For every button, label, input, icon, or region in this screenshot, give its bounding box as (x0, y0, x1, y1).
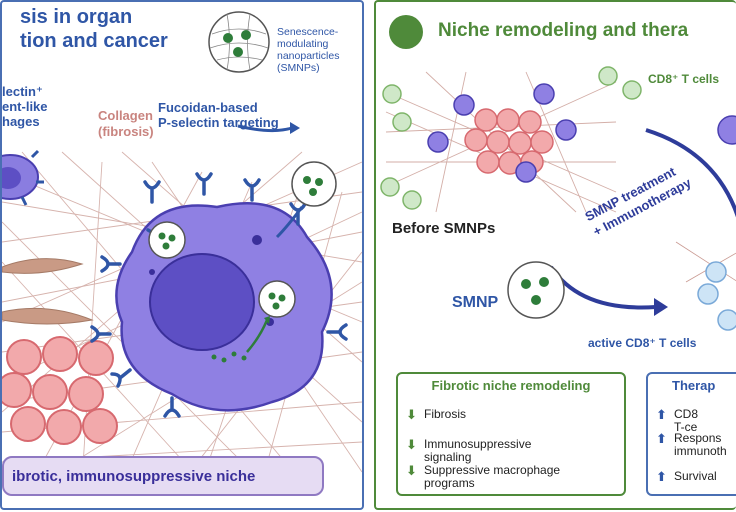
right-panel: Niche remodeling and thera CD8⁺ T cells … (374, 0, 736, 510)
tumor-cluster (2, 336, 118, 445)
smnp-legend-label: Senescence- modulating nanoparticles (SM… (277, 26, 340, 74)
p-selectin-receptors (90, 172, 348, 418)
up-arrow-icon: ⬆ (656, 431, 667, 446)
up-arrow-icon: ⬆ (656, 469, 667, 484)
niche-banner: ibrotic, immunosuppressive niche (2, 456, 324, 496)
right-title: Niche remodeling and thera (438, 20, 689, 41)
green-dot-icon (389, 15, 423, 49)
therapy-box-title: Therap (672, 378, 716, 393)
before-smnps-label: Before SMNPs (392, 220, 496, 237)
fibroblasts (2, 258, 94, 325)
up-arrow-icon: ⬆ (656, 407, 667, 422)
incoming-nanoparticle (275, 161, 337, 239)
smnp-legend-icon (208, 11, 270, 73)
collagen-label: Collagen (fibrosis) (98, 108, 154, 139)
large-macrophage (115, 202, 333, 412)
down-arrow-icon: ⬇ (406, 407, 417, 422)
down-arrow-icon: ⬇ (406, 463, 417, 478)
after-niche (675, 115, 736, 331)
smnp-icon (507, 261, 565, 319)
fibrotic-remodeling-box: Fibrotic niche remodeling ⬇ Fibrosis ⬇ I… (396, 372, 626, 496)
down-arrow-icon: ⬇ (406, 437, 417, 452)
niche-banner-text: ibrotic, immunosuppressive niche (12, 468, 256, 485)
treatment-arrow (645, 128, 736, 218)
left-title-line1: sis in organ (20, 6, 133, 28)
therapy-box: Therap ⬆ CD8 T-ce ⬆ Respons immunoth ⬆ S… (646, 372, 736, 496)
fucoidan-label: Fucoidan-based P-selectin targeting (158, 100, 279, 130)
macrophage-label: lectin⁺ ent-like hages (2, 84, 48, 129)
left-illustration (2, 11, 362, 483)
left-panel: sis in organ tion and cancer Senescence-… (0, 0, 364, 510)
smnp-label: SMNP (452, 294, 499, 311)
fibrotic-box-title: Fibrotic niche remodeling (431, 378, 591, 393)
before-niche (380, 66, 642, 213)
internal-nanoparticles (148, 221, 296, 363)
small-macrophage (2, 149, 44, 206)
fucoidan-arrow (237, 124, 293, 133)
left-title-line2: tion and cancer (20, 30, 168, 52)
right-illustration (380, 15, 736, 331)
smnp-arrow (549, 265, 657, 310)
cd8-label: CD8⁺ T cells (648, 72, 720, 86)
active-cd8-label: active CD8⁺ T cells (588, 336, 697, 350)
